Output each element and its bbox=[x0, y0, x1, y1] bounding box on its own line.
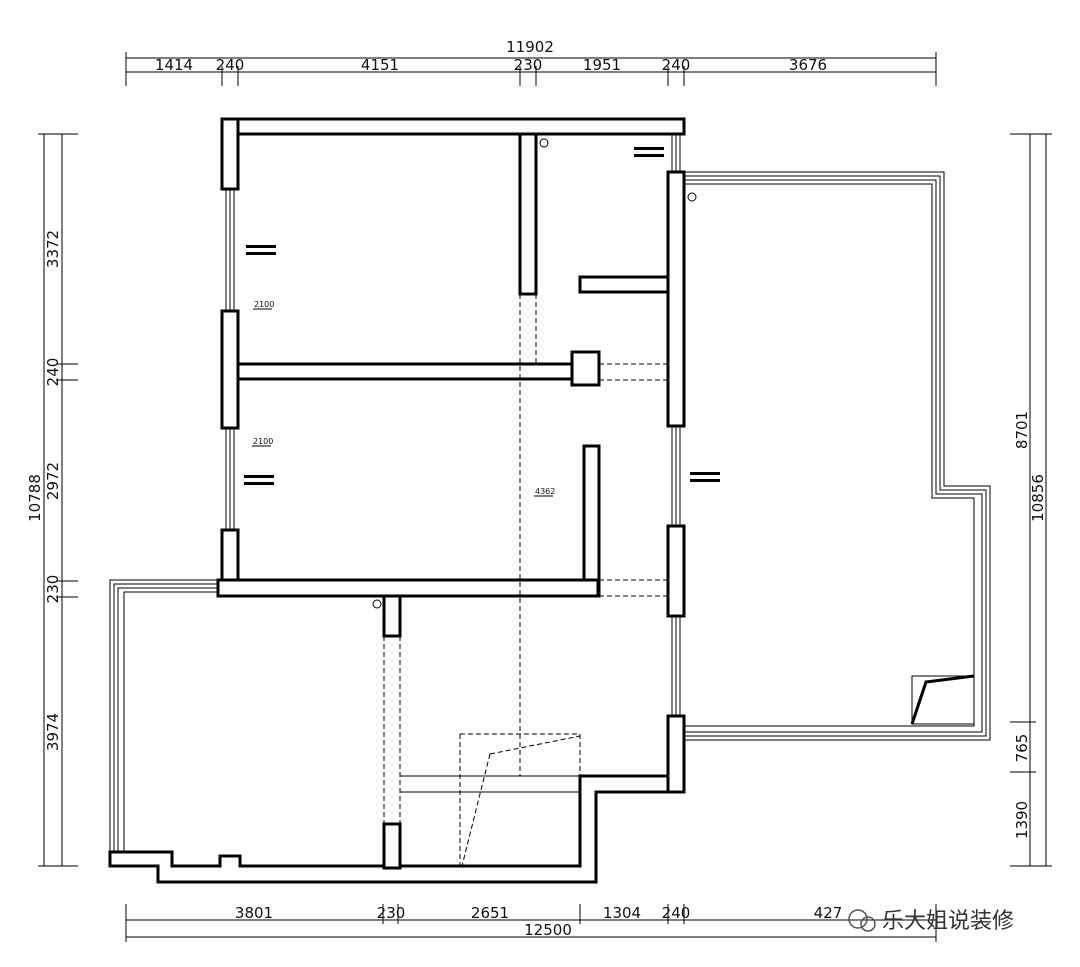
ceiling-height-label: 2100 bbox=[254, 300, 274, 309]
left-dimension-segment: 3372 bbox=[44, 230, 62, 268]
bottom-dimension-segment: 1304 bbox=[603, 904, 641, 922]
bottom-dimension-segment: 427 bbox=[814, 904, 843, 922]
level-markers bbox=[244, 147, 720, 485]
bottom-dimension-segment: 3801 bbox=[235, 904, 273, 922]
left-total-dimension: 10788 bbox=[26, 474, 44, 522]
top-total-dimension: 11902 bbox=[506, 38, 554, 56]
drain-markers bbox=[372, 138, 697, 609]
dashed-beam-lines bbox=[383, 294, 668, 867]
wechat-icon bbox=[848, 909, 868, 929]
left-dimension-chain: 10788 3372 240 2972 230 3974 bbox=[26, 133, 78, 867]
right-terrace-outline bbox=[684, 171, 991, 741]
stair-lines bbox=[400, 775, 580, 793]
right-total-dimension: 10856 bbox=[1029, 474, 1047, 522]
left-dimension-segment: 240 bbox=[44, 358, 62, 387]
left-dimension-segment: 3974 bbox=[44, 713, 62, 751]
left-dimension-segment: 230 bbox=[44, 575, 62, 604]
bottom-dimension-chain: 3801 230 2651 1304 240 427 12500 bbox=[125, 904, 937, 942]
right-dimension-segment: 765 bbox=[1013, 734, 1031, 763]
drain-icon bbox=[539, 138, 549, 148]
bottom-dimension-segment: 2651 bbox=[471, 904, 509, 922]
top-dimension-segment: 240 bbox=[216, 56, 245, 74]
bottom-total-dimension: 12500 bbox=[524, 921, 572, 939]
top-dimension-segment: 3676 bbox=[789, 56, 827, 74]
left-balcony-outline bbox=[109, 579, 218, 852]
top-dimension-segment: 240 bbox=[662, 56, 691, 74]
top-dimension-chain: 11902 1414 240 4151 230 1951 240 3676 bbox=[125, 38, 937, 86]
right-dimension-segment: 1390 bbox=[1013, 801, 1031, 839]
watermark: 乐大姐说装修 bbox=[848, 909, 1014, 934]
right-dimension-segment: 8701 bbox=[1013, 411, 1031, 449]
walls bbox=[108, 117, 686, 884]
bottom-dimension-segment: 240 bbox=[662, 904, 691, 922]
beam-length-label: 4362 bbox=[535, 487, 555, 496]
drain-icon bbox=[687, 192, 697, 202]
watermark-text: 乐大姐说装修 bbox=[882, 909, 1014, 934]
ceiling-height-label: 2100 bbox=[253, 437, 273, 446]
top-dimension-segment: 4151 bbox=[361, 56, 399, 74]
bottom-dimension-segment: 230 bbox=[377, 904, 406, 922]
right-dimension-chain: 8701 765 1390 10856 bbox=[1010, 133, 1052, 867]
top-dimension-segment: 1951 bbox=[583, 56, 621, 74]
corner-fixture bbox=[910, 674, 975, 725]
left-dimension-segment: 2972 bbox=[44, 462, 62, 500]
drain-icon bbox=[372, 599, 382, 609]
top-dimension-segment: 230 bbox=[514, 56, 543, 74]
top-dimension-segment: 1414 bbox=[155, 56, 193, 74]
